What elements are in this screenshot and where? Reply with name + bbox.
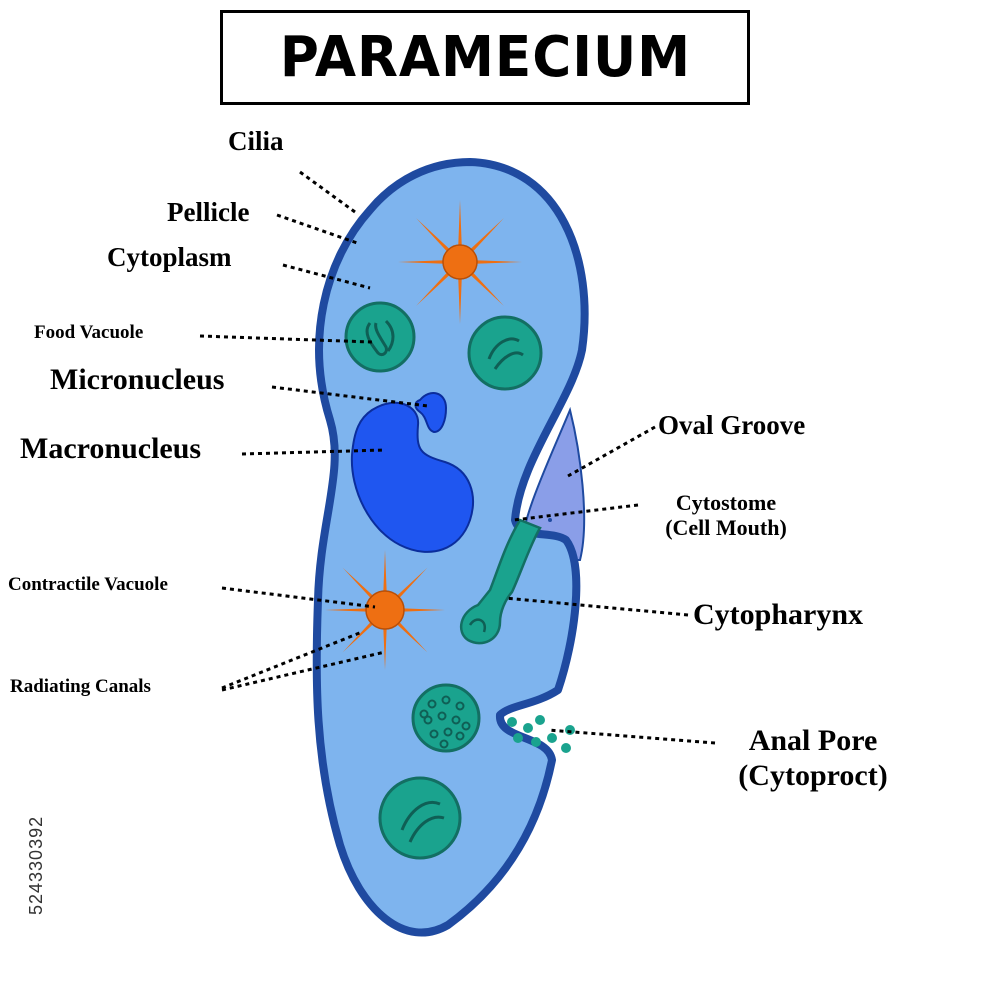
leader-pellicle [277,215,360,244]
contractile-vacuole-top [398,200,522,324]
label-cytopharynx: Cytopharynx [693,598,863,633]
label-radiating-canals: Radiating Canals [10,676,151,698]
food-vacuole-4 [380,778,460,858]
leader-cilia [300,172,355,212]
label-oval-groove: Oval Groove [658,410,805,441]
food-vacuole-1 [346,303,414,371]
label-micronucleus: Micronucleus [50,363,224,398]
label-cytostome: Cytostome [636,490,816,515]
label-cytostome-sub: (Cell Mouth) [636,515,816,540]
label-anal-pore-group: Anal Pore (Cytoproct) [718,724,908,793]
contractile-vacuole-bottom [325,550,445,670]
label-contractile-vacuole: Contractile Vacuole [8,574,168,596]
label-cytostome-group: Cytostome (Cell Mouth) [636,490,816,541]
image-id-text: 524330392 [26,816,47,915]
label-food-vacuole: Food Vacuole [34,322,143,344]
label-macronucleus: Macronucleus [20,432,201,467]
title-box: PARAMECIUM [220,10,750,105]
label-anal-pore: Anal Pore [718,724,908,759]
label-pellicle: Pellicle [167,197,249,228]
label-cytoplasm: Cytoplasm [107,242,232,273]
image-id-strip: 524330392 [0,755,40,915]
label-anal-pore-sub: (Cytoproct) [718,759,908,794]
food-vacuole-2 [469,317,541,389]
page-title: PARAMECIUM [279,25,690,90]
food-vacuole-3 [413,685,479,751]
label-cilia: Cilia [228,126,284,157]
